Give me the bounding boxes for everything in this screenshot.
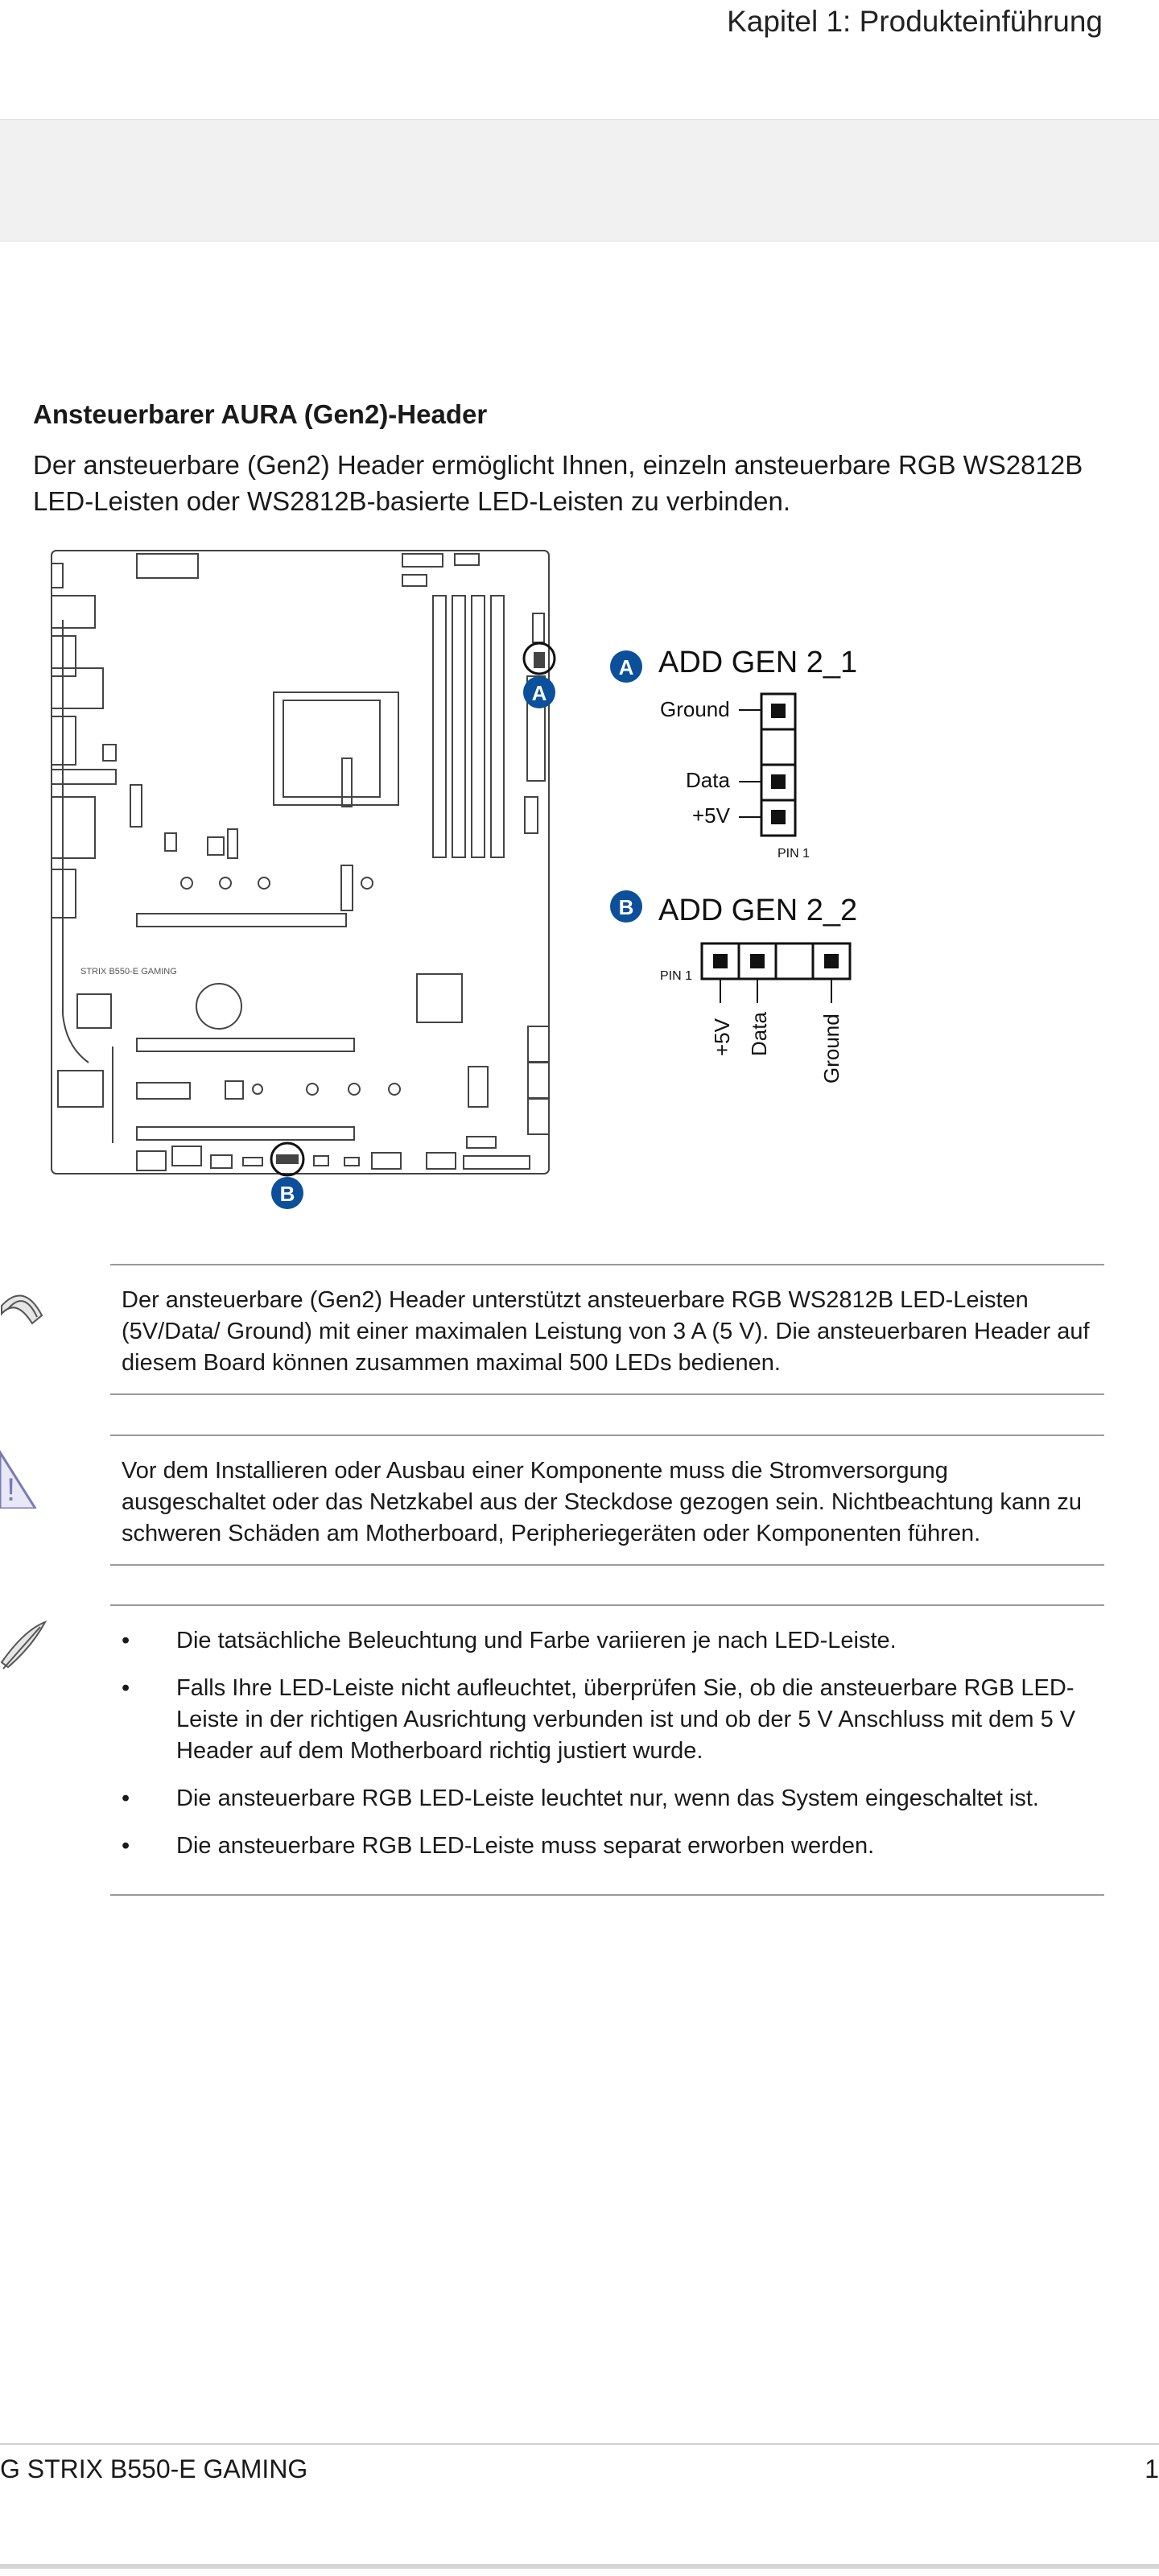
header-b-pin-ground: Ground (819, 1013, 843, 1084)
pen-icon (0, 1294, 43, 1325)
header-a-pin-ground: Ground (660, 697, 730, 721)
svg-text:B: B (280, 1182, 295, 1206)
header-b-title: ADD GEN 2_2 (658, 894, 858, 927)
list-item: Falls Ihre LED-Leiste nicht aufleuchtet,… (110, 1673, 1104, 1767)
header-b-detail: B (610, 890, 852, 1003)
warning-box: ! Vor dem Installieren oder Ausbau einer… (0, 1435, 1104, 1566)
marker-a-badge (523, 676, 555, 708)
header-b-pin1-label: PIN 1 (660, 969, 693, 983)
page-footer: G STRIX B550-E GAMING 1 (0, 2443, 1159, 2569)
section-heading: Ansteuerbarer AURA (Gen2)-Header (33, 399, 488, 429)
header-a-pin1-label: PIN 1 (777, 847, 810, 861)
header-b-pin-data: Data (747, 1012, 771, 1056)
page-header: Kapitel 1: Produkteinführung (0, 0, 1159, 120)
pcie-slot (136, 1038, 355, 1052)
tips-box: Die tatsächliche Beleuchtung und Farbe v… (0, 1604, 1104, 1896)
motherboard-layout-svg: STRIX B550-E GAMING A B A (51, 550, 852, 1209)
chapter-title: Kapitel 1: Produkteinführung (727, 5, 1103, 38)
marker-b-badge (271, 1177, 303, 1209)
note-box: Der ansteuerbare (Gen2) Header unterstüt… (0, 1264, 1104, 1395)
motherboard-diagram: STRIX B550-E GAMING A B A (0, 531, 1159, 1224)
pcie-slot (136, 913, 347, 927)
ram-slot (432, 595, 447, 858)
svg-text:!: ! (6, 1472, 15, 1508)
footer-page-number: 1 (1145, 2454, 1159, 2483)
footer-product: G STRIX B550-E GAMING (0, 2454, 308, 2483)
section-intro: Der ansteuerbare (Gen2) Header ermöglich… (33, 450, 1083, 516)
warning-text: Vor dem Installieren oder Ausbau einer K… (122, 1458, 1082, 1546)
header-band (0, 119, 1159, 242)
header-a-detail: A (610, 650, 797, 837)
note-text: Der ansteuerbare (Gen2) Header unterstüt… (122, 1287, 1090, 1376)
header-a-pin-5v: +5V (692, 803, 730, 828)
svg-text:B: B (619, 895, 634, 919)
header-a-title: ADD GEN 2_1 (658, 646, 858, 679)
header-b-location: B (270, 1141, 305, 1209)
ram-slot (490, 595, 505, 858)
list-item: Die ansteuerbare RGB LED-Leiste muss sep… (110, 1831, 1104, 1862)
list-item: Die tatsächliche Beleuchtung und Farbe v… (110, 1625, 1104, 1657)
header-a-pin-data: Data (686, 768, 730, 792)
ram-slot (452, 595, 466, 858)
list-item: Die ansteuerbare RGB LED-Leiste leuchtet… (110, 1783, 1104, 1814)
ram-slot (471, 595, 485, 858)
svg-text:A: A (532, 681, 547, 705)
pcie-slot (136, 1126, 355, 1141)
warning-icon: ! (0, 1450, 37, 1509)
board-model-label: STRIX B550-E GAMING (80, 967, 177, 976)
header-a-location: A (522, 613, 556, 708)
tips-list: Die tatsächliche Beleuchtung und Farbe v… (110, 1606, 1104, 1894)
svg-text:A: A (619, 655, 634, 679)
header-b-pin-5v: +5V (710, 1018, 734, 1056)
board-outline (51, 550, 550, 1174)
cpu-socket (273, 691, 399, 806)
quill-icon (0, 1620, 47, 1670)
